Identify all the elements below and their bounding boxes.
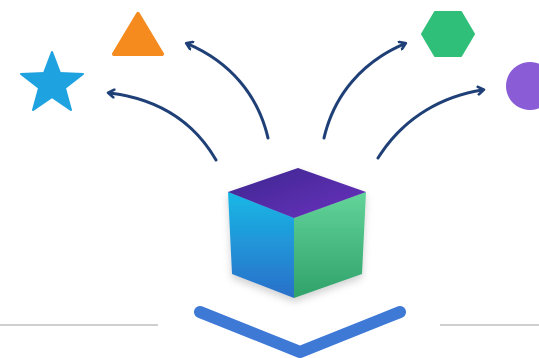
triangle-icon xyxy=(112,12,164,56)
cube-left-face xyxy=(228,192,294,298)
star-icon xyxy=(20,51,84,111)
hexagon-icon xyxy=(421,11,475,57)
cube-right-face xyxy=(294,192,366,298)
chevron-down-icon xyxy=(194,306,406,358)
arrow-to-star xyxy=(110,93,218,162)
arrow-to-hexagon xyxy=(322,44,404,140)
arrow-to-circle xyxy=(376,90,482,160)
cube-top-face xyxy=(228,168,366,218)
arrow-to-triangle xyxy=(188,44,270,140)
circle-icon xyxy=(506,62,539,110)
cube-icon xyxy=(228,168,366,298)
